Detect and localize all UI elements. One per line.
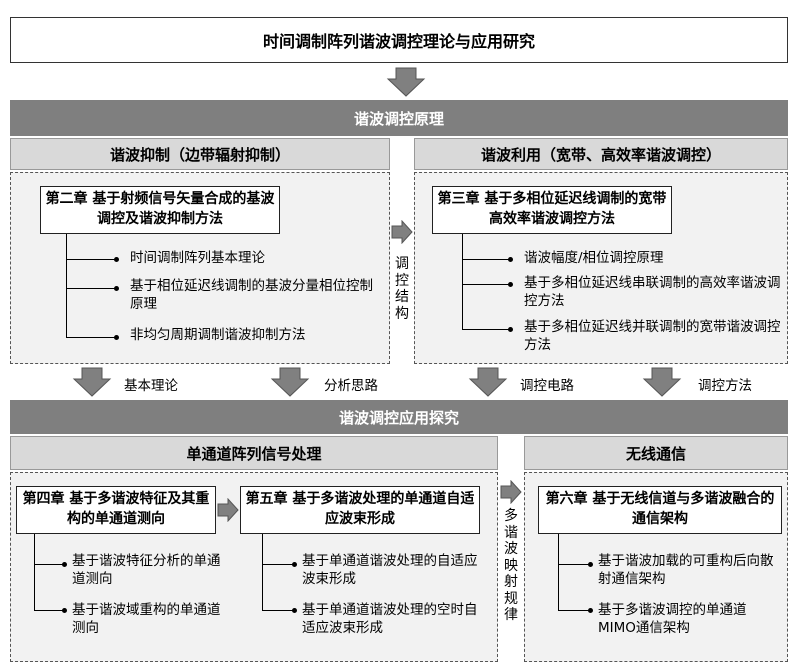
bullet-dot [114,286,119,291]
suppression-header: 谐波抑制（边带辐射抑制） [10,138,390,170]
bullet-dot [62,562,67,567]
down-arrow-icon [72,367,112,397]
ch3-item-3: 基于多相位延迟线并联调制的宽带谐波调控方法 [524,319,781,353]
ch2-item-2: 基于相位延迟线调制的基波分量相位控制原理 [130,278,373,312]
ch4-item-1: 基于谐波特征分析的单通道测向 [72,553,221,587]
ch3-item-2: 基于多相位延迟线串联调制的高效率谐波调控方法 [524,275,781,309]
bullet-dot [114,257,119,262]
ch5-item-2: 基于单通道谐波处理的空时自适应波束形成 [302,602,478,636]
chapter2-box: 第二章 基于射频信号矢量合成的基波调控及谐波抑制方法 [40,186,280,234]
chapter5-box: 第五章 基于多谐波处理的单通道自适应波束形成 [240,486,480,534]
down-arrow-icon [642,367,682,397]
utilization-header: 谐波利用（宽带、高效率谐波调控） [414,138,788,170]
mapping-label: 多谐波映射规律 [504,508,518,623]
ch2-item-3: 非均匀周期调制谐波抑制方法 [130,327,306,343]
ch6-item-1: 基于谐波加载的可重构后向散射通信架构 [598,553,774,587]
right-arrow-icon [500,480,522,504]
application-header: 谐波调控应用探究 [10,400,788,434]
right-arrow-icon [217,498,239,522]
bullet-dot [292,562,297,567]
bullet-dot [62,608,67,613]
down-arrow-icon [270,367,310,397]
wireless-header: 无线通信 [524,436,788,470]
tree-branch [558,610,590,612]
ch3-item-1: 谐波幅度/相位调控原理 [524,250,664,266]
tree-line [34,534,36,610]
arrow-label-theory: 基本理论 [124,378,178,394]
arrow-label-circuit: 调控电路 [520,378,574,394]
ch2-item-1: 时间调制阵列基本理论 [130,250,265,266]
bullet-dot [508,257,513,262]
tree-line [66,234,68,338]
principle-header: 谐波调控原理 [10,100,788,136]
bullet-dot [114,335,119,340]
bullet-dot [588,562,593,567]
tree-line [462,234,464,330]
tree-branch [66,259,116,261]
bullet-dot [508,282,513,287]
tree-branch [262,610,294,612]
chapter4-box: 第四章 基于多谐波特征及其重构的单通道测向 [16,486,216,534]
arrow-label-method: 调控方法 [698,378,752,394]
chapter3-box: 第三章 基于多相位延迟线调制的宽带高效率谐波调控方法 [432,186,672,234]
tree-line [558,534,560,610]
tree-branch [66,288,116,290]
bullet-dot [292,608,297,613]
bullet-dot [588,608,593,613]
chapter6-box: 第六章 基于无线信道与多谐波融合的通信架构 [538,486,782,534]
tree-branch [462,284,510,286]
right-arrow-icon [391,220,413,244]
tree-branch [34,564,64,566]
tree-branch [462,259,510,261]
main-title: 时间调制阵列谐波调控理论与应用研究 [10,17,788,63]
ch5-item-1: 基于单通道谐波处理的自适应波束形成 [302,553,478,587]
ch6-item-2: 基于多谐波调控的单通道MIMO通信架构 [598,602,747,636]
single-channel-header: 单通道阵列信号处理 [10,436,498,470]
ch4-item-2: 基于谐波域重构的单通道测向 [72,602,221,636]
tree-branch [558,564,590,566]
down-arrow-icon [468,367,508,397]
tree-branch [34,610,64,612]
structure-label: 调控结构 [395,256,409,322]
tree-branch [462,329,510,331]
tree-line [262,534,264,610]
bullet-dot [508,327,513,332]
tree-branch [66,337,116,339]
down-arrow-icon [386,67,426,97]
tree-branch [262,564,294,566]
arrow-label-analysis: 分析思路 [324,378,378,394]
